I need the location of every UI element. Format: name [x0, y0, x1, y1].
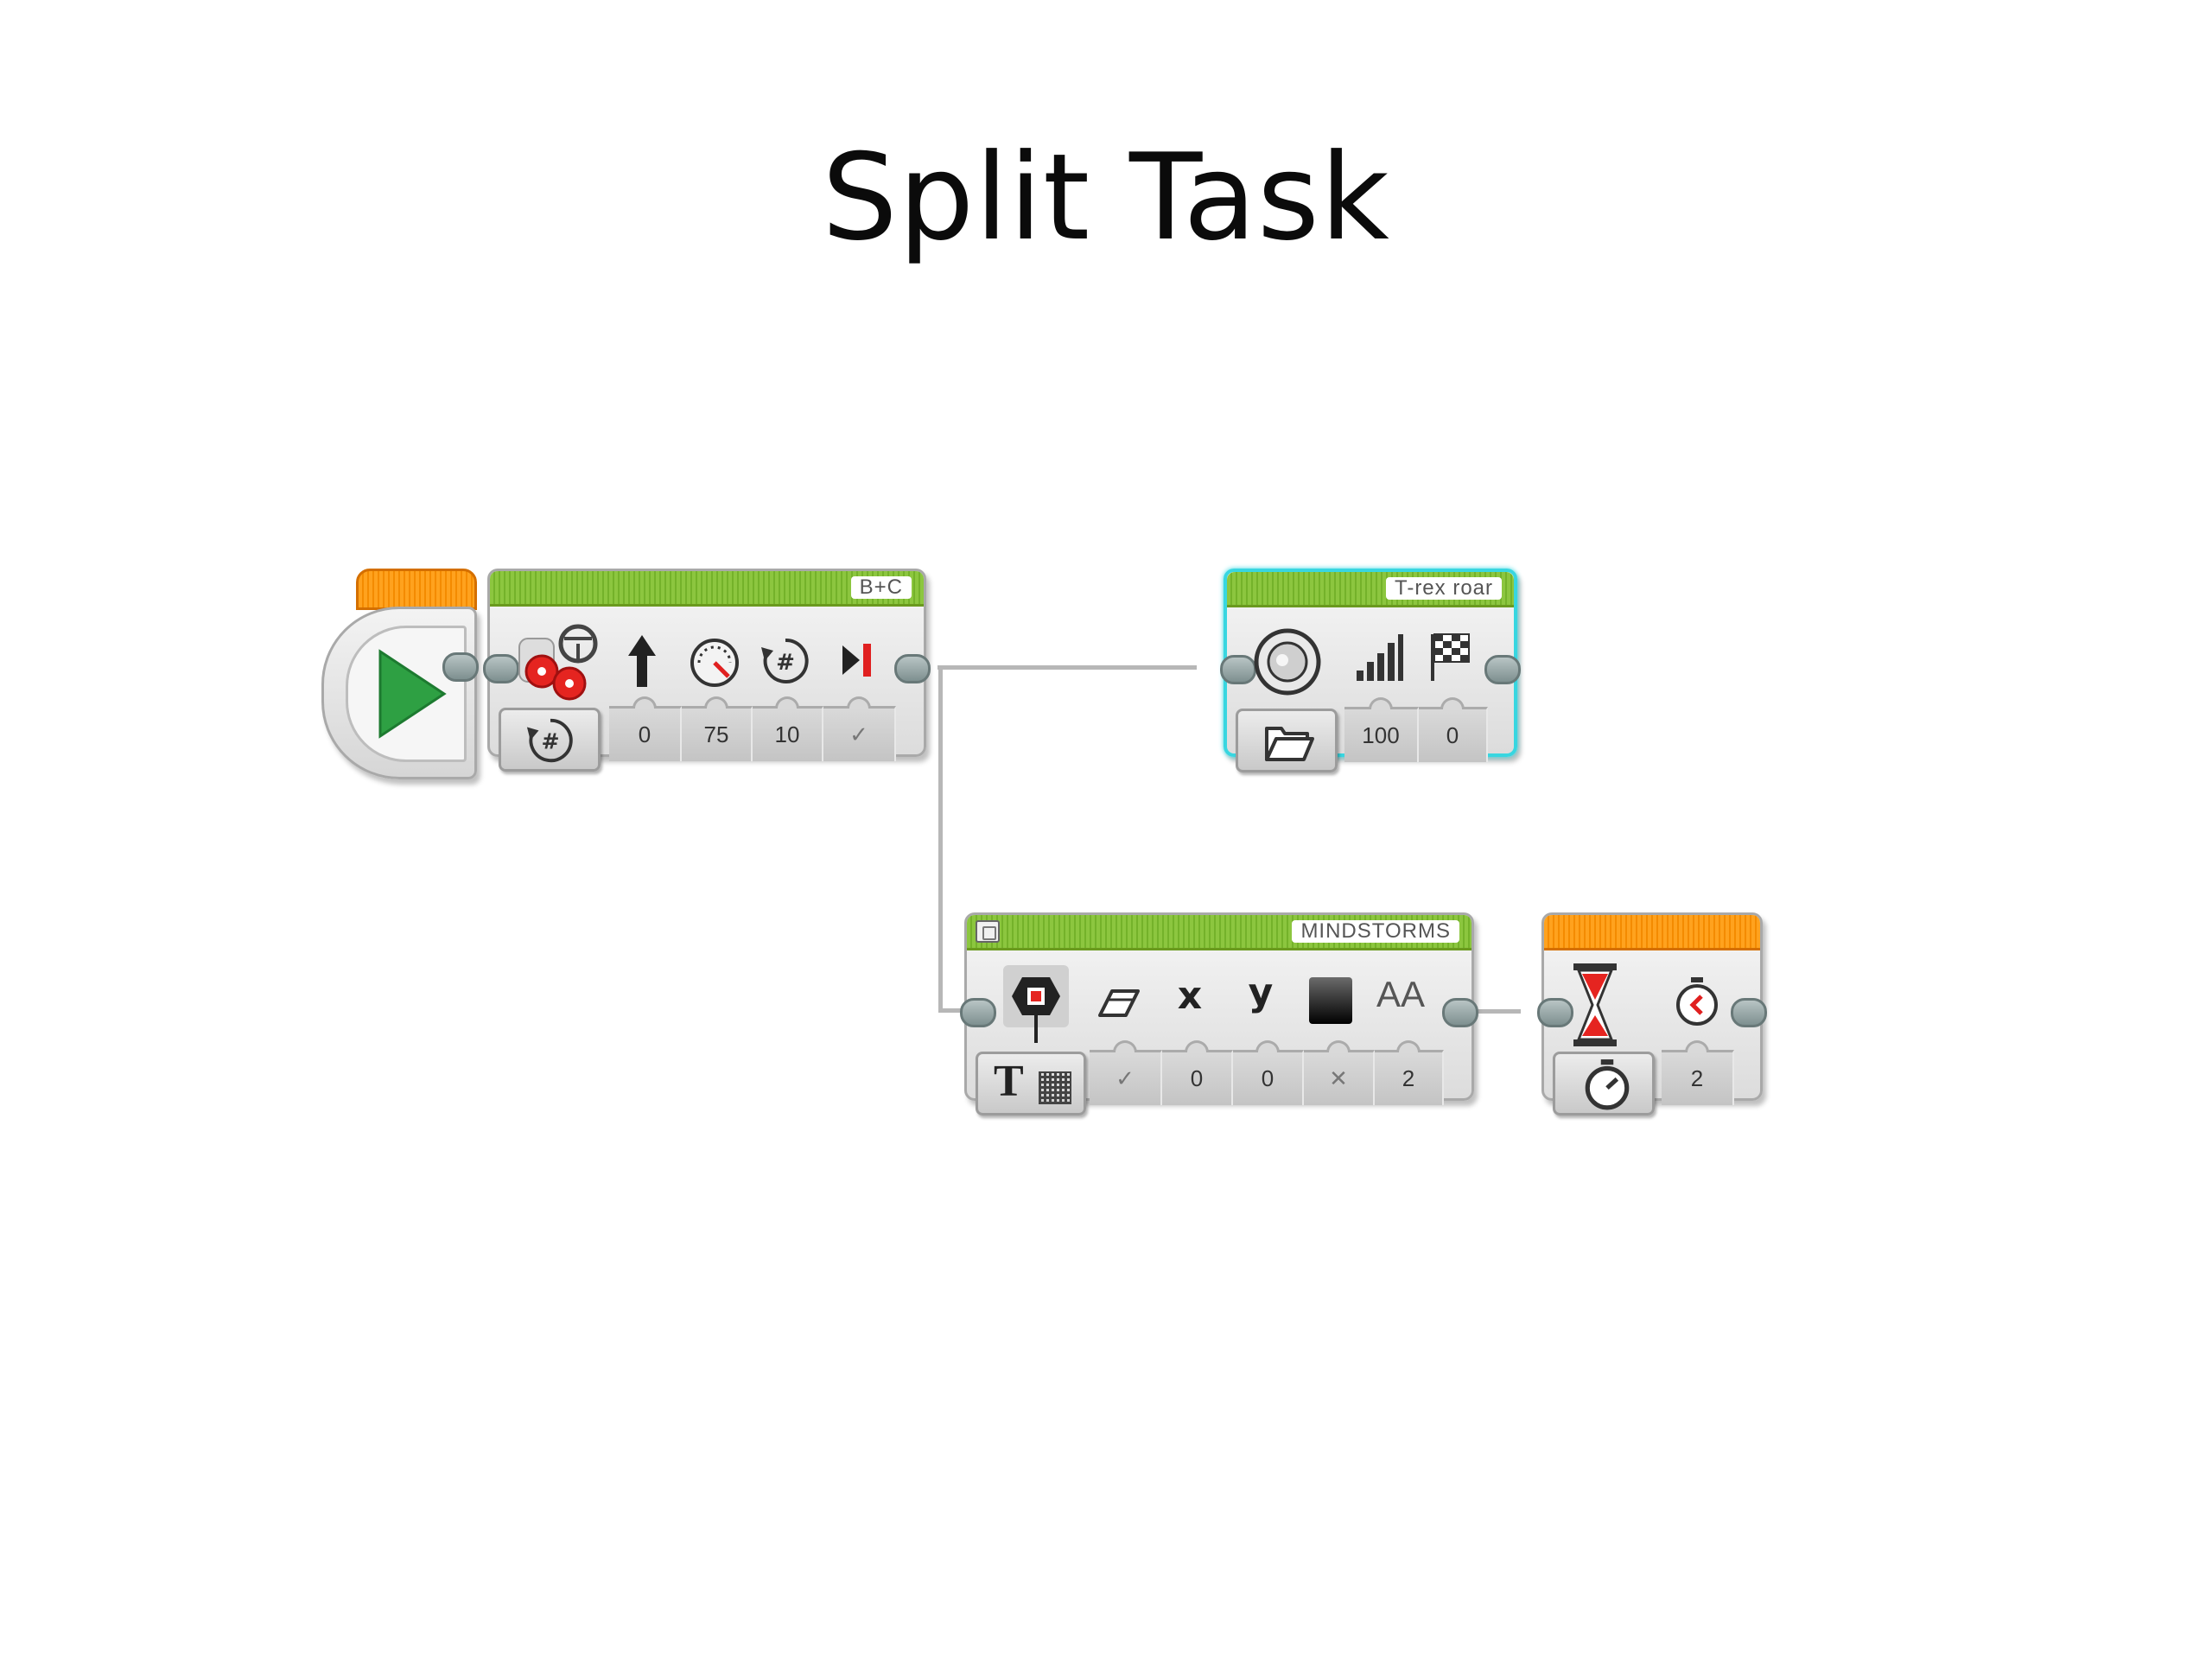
wait-output-connector[interactable]: [1731, 998, 1767, 1027]
rotations-mode-icon: #: [526, 718, 573, 763]
display-input-connector[interactable]: [960, 998, 996, 1027]
port-selector[interactable]: B+C: [850, 576, 912, 599]
folder-open-icon: [1265, 727, 1314, 761]
rotations-icon: #: [761, 638, 809, 683]
font-value[interactable]: 2: [1375, 1040, 1444, 1105]
start-output-connector[interactable]: [442, 652, 479, 682]
sound-block[interactable]: T-rex roar 100 0: [1220, 569, 1521, 772]
play-type-value[interactable]: 0: [1419, 697, 1488, 762]
sequence-wire-display-wait: [1478, 1009, 1521, 1014]
display-text-value[interactable]: MINDSTORMS: [1292, 920, 1459, 943]
display-block[interactable]: MINDSTORMS x y AA T ✓ 0 0 ✕ 2: [960, 912, 1478, 1116]
color-value[interactable]: ✕: [1304, 1040, 1375, 1105]
move-input-connector[interactable]: [483, 654, 519, 683]
brake-value[interactable]: ✓: [823, 696, 896, 761]
sequence-wire-vertical: [938, 667, 943, 1013]
slide-title: Split Task: [822, 128, 1390, 267]
play-icon[interactable]: [373, 646, 451, 741]
speedometer-icon: [690, 639, 739, 687]
sequence-wire-horizontal: [938, 665, 1197, 670]
wait-input-connector[interactable]: [1537, 998, 1573, 1027]
x-value[interactable]: 0: [1162, 1040, 1233, 1105]
start-block[interactable]: [321, 569, 477, 779]
display-output-connector[interactable]: [1442, 998, 1478, 1027]
volume-icon: [1357, 634, 1403, 681]
color-icon: [1309, 977, 1352, 1024]
hourglass-icon: [1573, 963, 1617, 1046]
move-output-connector[interactable]: [894, 654, 931, 683]
display-mode-selector[interactable]: T: [976, 1052, 1086, 1116]
volume-value[interactable]: 100: [1344, 697, 1419, 762]
timer-icon: [1676, 977, 1718, 1026]
steering-value[interactable]: 0: [609, 696, 682, 761]
speaker-icon: [1254, 628, 1321, 696]
steering-arrow-icon: [628, 635, 656, 687]
seconds-value[interactable]: 2: [1662, 1040, 1734, 1105]
text-mode-label: T: [994, 1057, 1024, 1106]
eraser-icon: [1098, 989, 1140, 1017]
stopwatch-icon: [1585, 1059, 1630, 1110]
move-steering-block[interactable]: B+C # # 0 75 10 ✓: [483, 569, 931, 772]
sound-output-connector[interactable]: [1484, 655, 1521, 684]
clear-screen-value[interactable]: ✓: [1090, 1040, 1162, 1105]
display-brick-icon: [1003, 965, 1069, 1043]
sequence-wire-branch: [938, 1008, 973, 1013]
y-value[interactable]: 0: [1233, 1040, 1304, 1105]
sound-mode-selector[interactable]: [1236, 709, 1338, 772]
play-type-flag-icon: [1431, 633, 1470, 681]
display-screen-toggle-icon[interactable]: [976, 920, 1000, 943]
wait-block[interactable]: 2: [1537, 912, 1767, 1116]
x-label: x: [1177, 974, 1203, 1018]
wait-mode-selector[interactable]: [1553, 1052, 1655, 1116]
y-label: y: [1248, 970, 1274, 1014]
svg-text:#: #: [541, 729, 559, 754]
font-size-label: AA: [1376, 974, 1426, 1014]
rotations-value[interactable]: 10: [753, 696, 823, 761]
steering-motor-icon: [518, 624, 598, 701]
svg-text:#: #: [776, 650, 795, 676]
wait-header: [1544, 915, 1760, 950]
sound-input-connector[interactable]: [1220, 655, 1256, 684]
grid-mode-icon: [1039, 1071, 1071, 1104]
power-value[interactable]: 75: [682, 696, 753, 761]
brake-at-end-icon: [842, 644, 871, 677]
sound-file-name[interactable]: T-rex roar: [1385, 577, 1502, 600]
move-mode-selector[interactable]: #: [499, 708, 601, 772]
